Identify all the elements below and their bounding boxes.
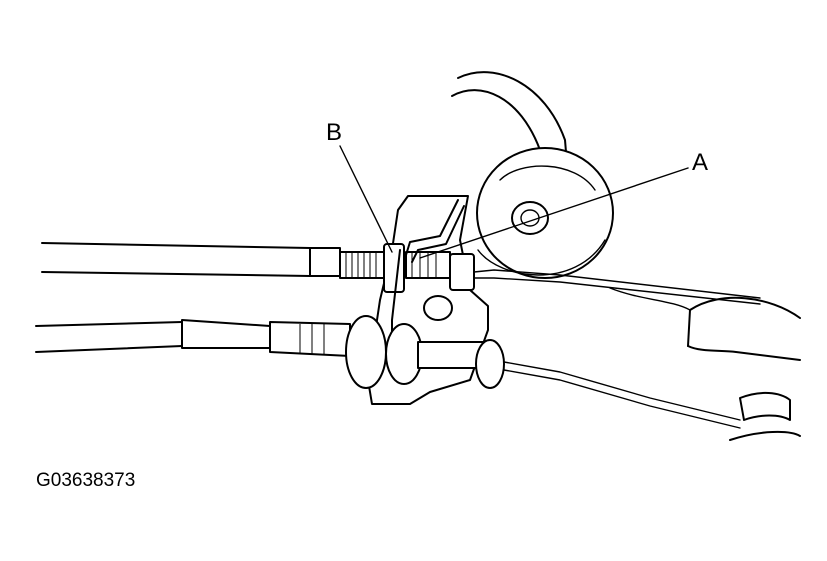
lower-cable [35, 315, 741, 429]
callout-b-label: B [326, 119, 342, 146]
callout-a-leader [419, 167, 689, 259]
upper-cable [41, 242, 761, 305]
callout-b-leader [339, 145, 393, 253]
vacuum-hose [451, 71, 571, 201]
figure-code: G03638373 [36, 470, 135, 491]
transmission-lever [609, 287, 801, 441]
callout-a-label: A [692, 149, 708, 176]
mounting-bracket [367, 195, 489, 405]
round-actuator [476, 147, 614, 279]
